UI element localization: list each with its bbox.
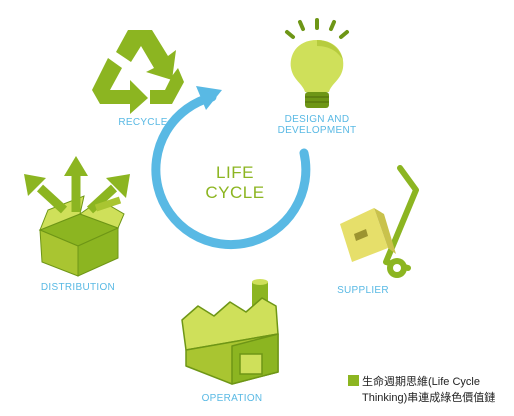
factory-icon xyxy=(181,279,279,385)
legend: 生命週期思維(Life Cycle Thinking)串連成綠色價值鏈 xyxy=(348,374,495,406)
cycle-arc xyxy=(151,92,311,250)
lightbulb-icon xyxy=(285,18,349,108)
hand-truck-icon xyxy=(340,165,419,278)
label-design-line1: DESIGN AND xyxy=(284,114,350,125)
cycle-ring xyxy=(151,86,311,250)
label-operation: OPERATION xyxy=(201,393,263,404)
recycle-icon xyxy=(92,30,184,114)
box-arrows-icon xyxy=(24,156,130,277)
label-design-line2: DEVELOPMENT xyxy=(277,125,357,136)
cycle-arrowhead xyxy=(196,86,222,110)
label-supplier: SUPPLIER xyxy=(337,285,389,296)
legend-line1: 生命週期思維(Life Cycle xyxy=(348,374,495,390)
legend-swatch xyxy=(348,375,359,386)
label-design: DESIGN AND DEVELOPMENT xyxy=(266,114,368,136)
label-recycle: RECYCLE xyxy=(118,117,168,128)
label-distribution: DISTRIBUTION xyxy=(40,282,116,293)
center-title-line2: CYCLE xyxy=(205,183,265,202)
legend-line2: Thinking)串連成綠色價值鏈 xyxy=(362,392,496,404)
center-title: LIFE CYCLE xyxy=(200,163,270,203)
legend-text-1: 生命週期思維(Life Cycle xyxy=(362,376,480,388)
center-title-line1: LIFE xyxy=(216,163,254,182)
